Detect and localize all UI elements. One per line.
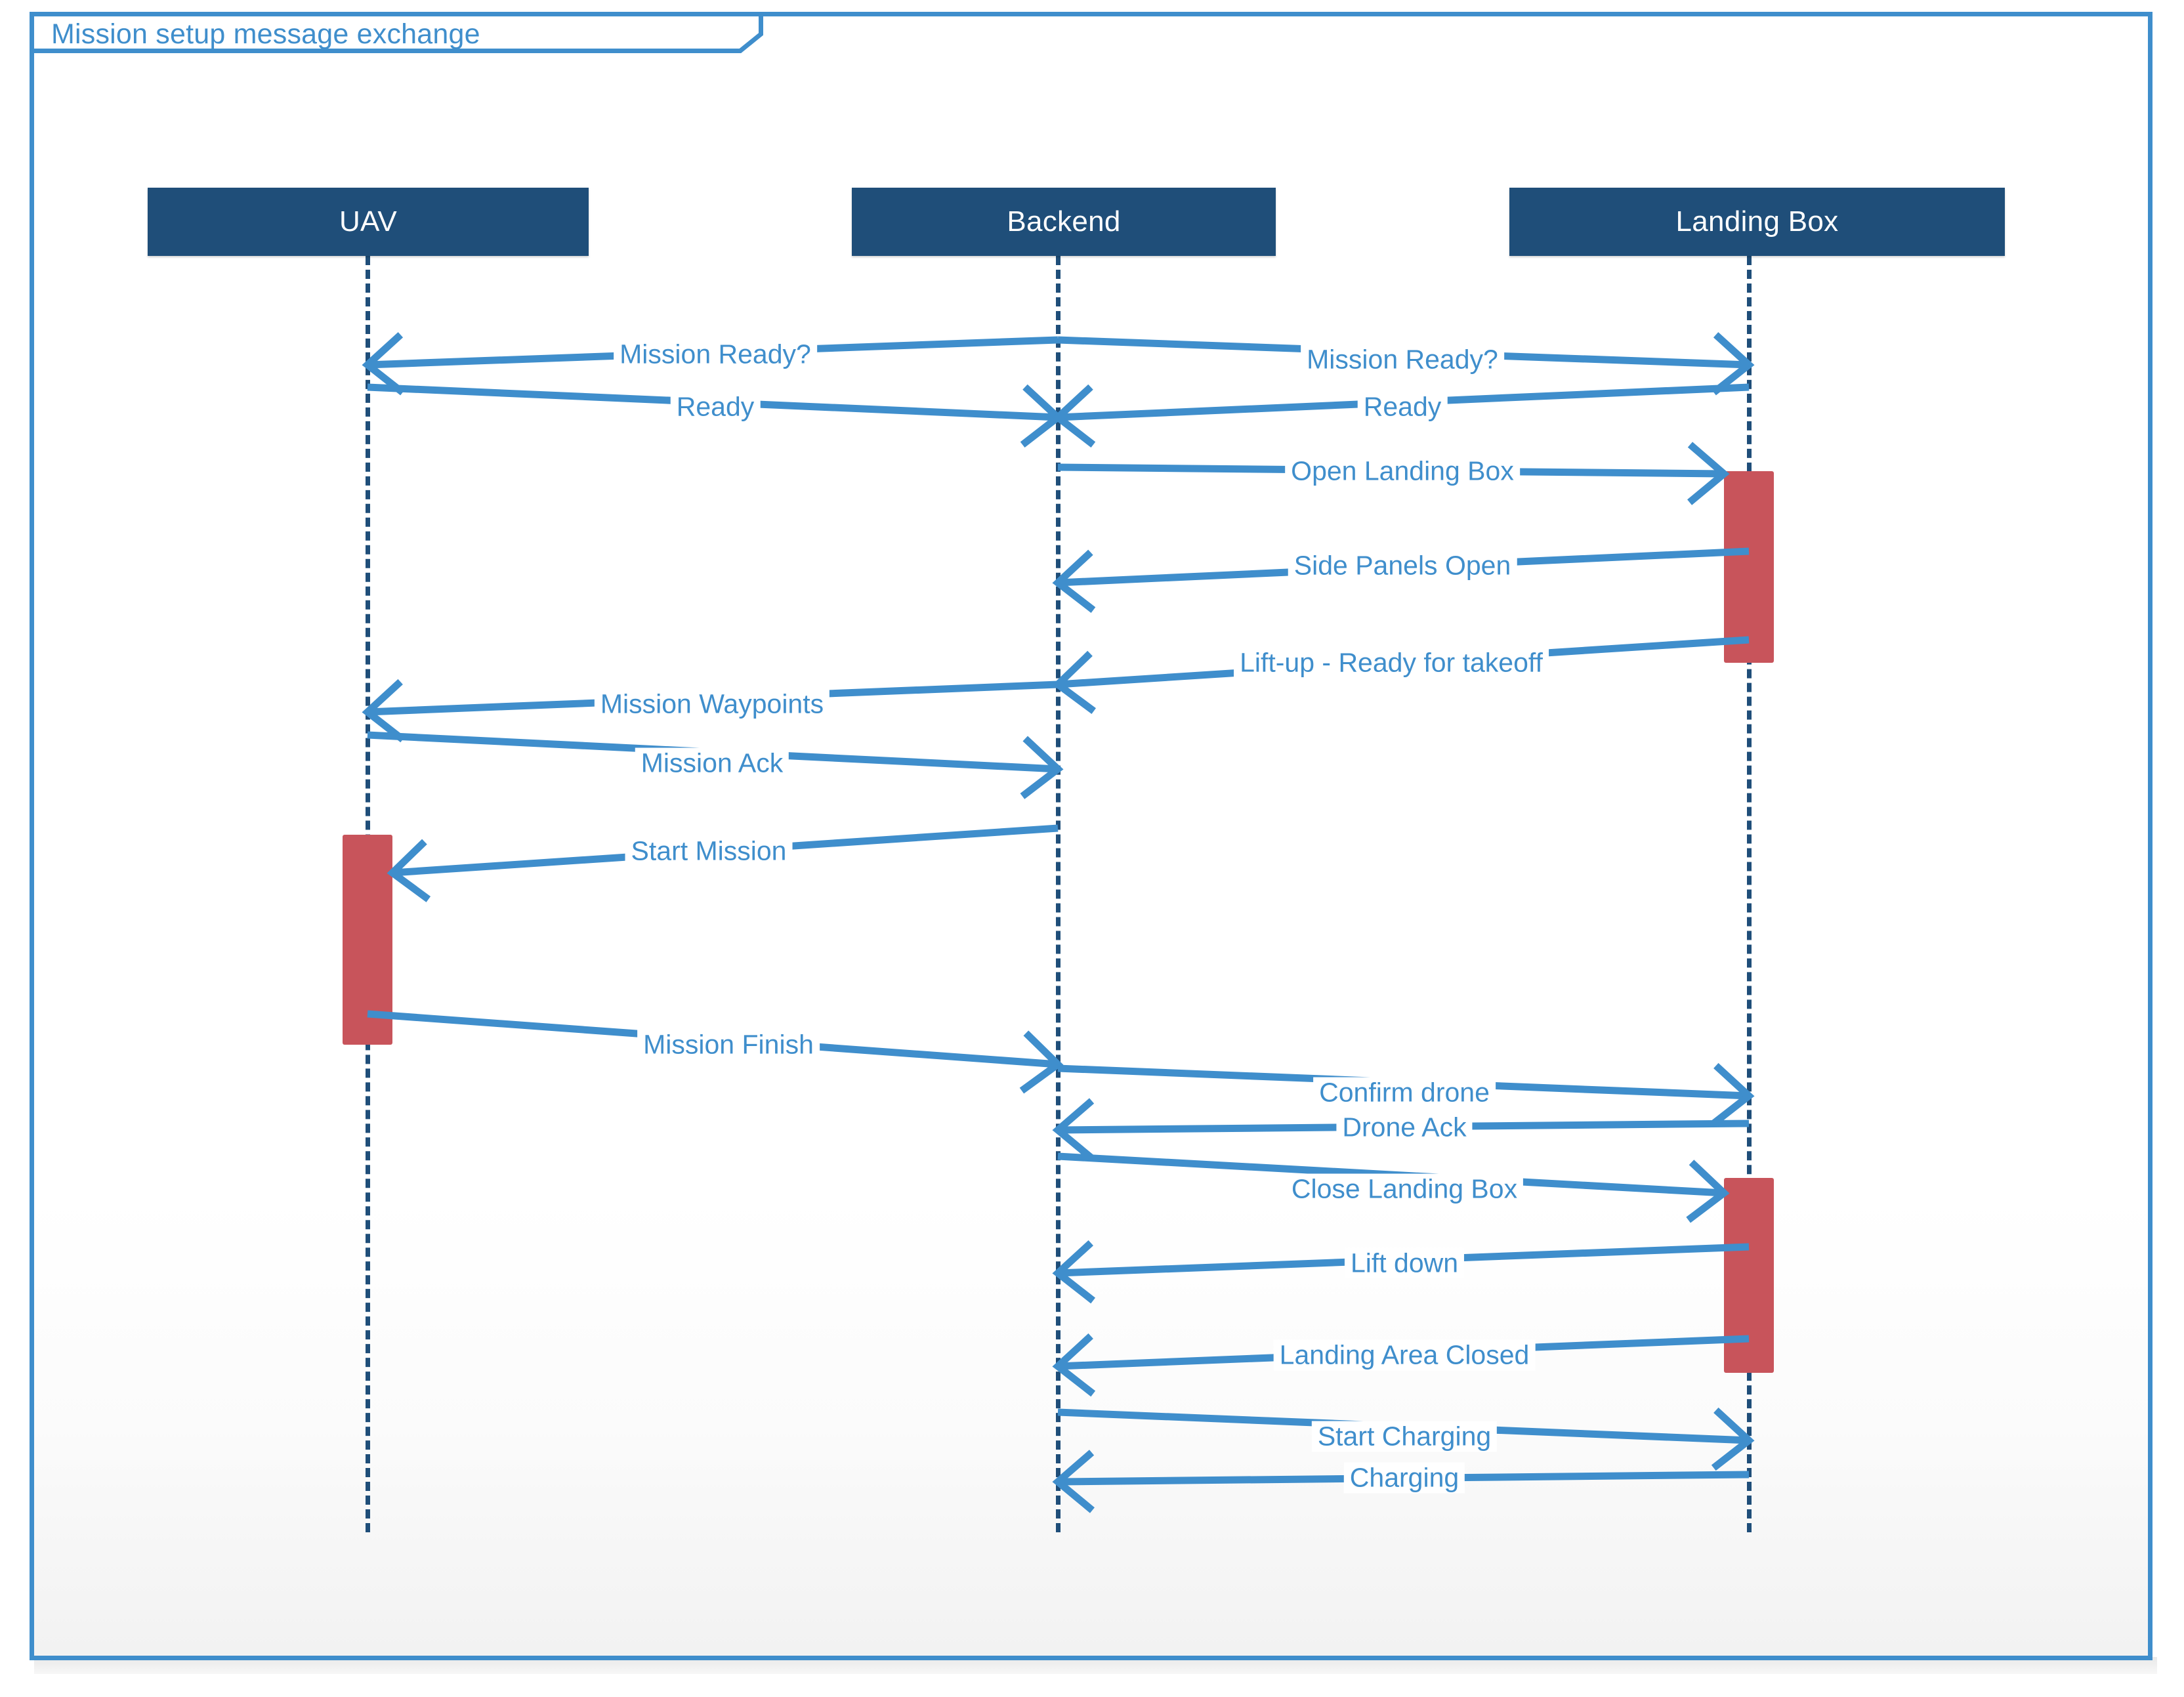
message-label: Lift-up - Ready for takeoff [1234, 647, 1549, 679]
message-label: Ready [670, 391, 761, 423]
message-label: Mission Finish [637, 1029, 820, 1060]
message-label: Mission Ack [635, 747, 789, 779]
frame-title-tab [30, 12, 763, 53]
message-label: Open Landing Box [1285, 455, 1520, 487]
message-label: Mission Waypoints [594, 688, 830, 720]
participant-uav[interactable]: UAV [148, 188, 589, 256]
message-label: Mission Ready? [614, 339, 817, 370]
lifeline-landing-box [1747, 256, 1752, 1532]
message-label: Close Landing Box [1285, 1173, 1524, 1205]
message-label: Confirm drone [1313, 1077, 1496, 1108]
message-label: Start Mission [625, 835, 793, 867]
participant-uav-label: UAV [339, 205, 398, 238]
message-label: Side Panels Open [1288, 550, 1517, 581]
activation-bar-landing-box-open [1724, 471, 1774, 663]
message-label: Lift down [1344, 1247, 1465, 1279]
message-label: Ready [1357, 391, 1448, 423]
frame-title-label: Mission setup message exchange [51, 18, 480, 50]
participant-landing-box[interactable]: Landing Box [1509, 188, 2005, 256]
message-label: Landing Area Closed [1273, 1339, 1536, 1371]
message-label: Drone Ack [1336, 1112, 1473, 1143]
participant-backend[interactable]: Backend [852, 188, 1276, 256]
activation-bar-landing-box-close [1724, 1178, 1774, 1373]
participant-backend-label: Backend [1007, 205, 1121, 238]
lifeline-backend [1056, 256, 1060, 1532]
activation-bar-uav-mission [343, 835, 392, 1045]
message-label: Charging [1343, 1462, 1465, 1494]
message-label: Mission Ready? [1301, 344, 1504, 375]
message-label: Start Charging [1311, 1421, 1498, 1452]
participant-landing-box-label: Landing Box [1675, 205, 1839, 238]
